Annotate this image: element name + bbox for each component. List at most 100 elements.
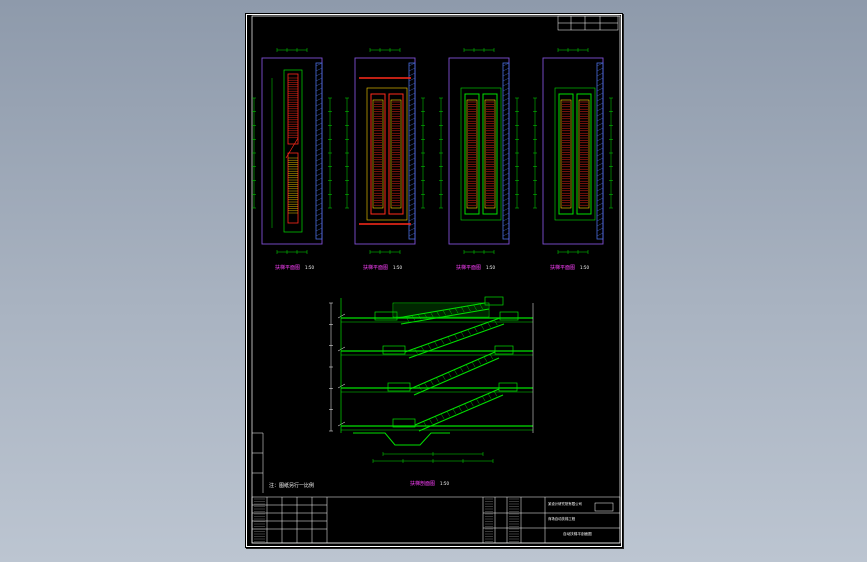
wall-hatch: [502, 107, 510, 112]
wall-hatch: [596, 137, 604, 142]
truss-web: [430, 312, 434, 318]
wall-hatch: [502, 182, 510, 187]
wall-hatch: [502, 67, 510, 72]
wall-hatch: [596, 217, 604, 222]
truss-web: [446, 411, 451, 417]
truss-web: [487, 393, 492, 399]
truss-web: [476, 398, 480, 404]
wall-hatch: [408, 222, 416, 227]
wall-hatch: [408, 232, 416, 237]
handrail: [396, 302, 486, 319]
truss-web: [442, 374, 446, 381]
truss-web: [477, 359, 482, 365]
wall-hatch: [408, 177, 416, 182]
truss-web: [461, 306, 465, 313]
wall-hatch: [596, 87, 604, 92]
landing-pit: [499, 311, 519, 321]
drawing-sheet[interactable]: 扶梯平面图 1:50 扶梯平面图 1:50 扶梯平面图 1:50 扶梯平面图 1…: [245, 13, 623, 548]
plan-views: [252, 48, 613, 254]
escalator-diagonal: [285, 137, 299, 159]
wall-hatch: [315, 72, 323, 77]
wall-hatch: [502, 77, 510, 82]
wall-hatch: [408, 112, 416, 117]
truss-web: [459, 367, 464, 373]
wall-hatch: [596, 162, 604, 167]
wall-hatch: [408, 147, 416, 152]
truss-web: [493, 391, 498, 397]
truss-web: [447, 336, 451, 342]
wall-hatch: [315, 197, 323, 202]
truss-web: [482, 396, 486, 402]
wall-hatch: [502, 142, 510, 147]
wall-hatch: [408, 142, 416, 147]
wall-hatch: [315, 112, 323, 117]
wall-hatch: [315, 182, 323, 187]
wall-hatch: [315, 187, 323, 192]
wall-hatch: [408, 97, 416, 102]
escalator-pit: [366, 87, 408, 221]
truss-web: [464, 403, 468, 409]
truss-web: [429, 418, 433, 424]
wall-hatch: [596, 97, 604, 102]
wall-hatch: [315, 202, 323, 207]
truss-web: [467, 329, 471, 335]
truss-web: [448, 309, 453, 315]
wall-hatch: [502, 62, 510, 67]
wall-hatch: [502, 177, 510, 182]
wall-hatch: [596, 202, 604, 207]
truss-web: [454, 369, 458, 375]
wall-hatch: [502, 222, 510, 227]
wall-hatch: [502, 212, 510, 217]
wall-hatch: [596, 232, 604, 237]
wall-hatch: [315, 147, 323, 152]
wall-hatch: [315, 97, 323, 102]
wall-hatch: [408, 67, 416, 72]
wall-hatch: [408, 62, 416, 67]
truss-web: [487, 322, 491, 328]
revision-table: [557, 15, 619, 31]
wall-hatch: [408, 192, 416, 197]
escalator-unit: [370, 93, 386, 215]
wall-hatch: [408, 187, 416, 192]
wall-hatch: [596, 147, 604, 152]
escalator-run-2: [387, 345, 514, 396]
wall-hatch: [502, 137, 510, 142]
wall-hatch: [315, 157, 323, 162]
wall-hatch: [408, 117, 416, 122]
wall-hatch: [502, 92, 510, 97]
wall-hatch: [596, 67, 604, 72]
escalator-pit: [554, 87, 596, 221]
plan-view-2: [345, 48, 425, 254]
truss-web: [424, 382, 428, 388]
truss-web: [480, 324, 485, 330]
wall-hatch: [408, 102, 416, 107]
wall-hatch: [502, 207, 510, 212]
level-mark: [337, 313, 346, 319]
wall-hatch: [408, 157, 416, 162]
escalator-run-3: [382, 311, 519, 359]
section-scale: 1:50: [440, 481, 449, 486]
escalator-unit: [576, 93, 592, 215]
handrail: [404, 317, 501, 353]
truss-web: [417, 314, 422, 320]
wall-hatch: [596, 197, 604, 202]
truss-web: [434, 416, 439, 422]
wall-hatch: [408, 207, 416, 212]
wall-hatch: [315, 117, 323, 122]
landing-pit: [392, 418, 416, 428]
truss-web: [427, 343, 431, 349]
wall-hatch: [596, 62, 604, 67]
landing-pit: [382, 345, 406, 355]
truss-web: [418, 385, 422, 391]
wall-hatch: [502, 152, 510, 157]
wall-hatch: [315, 67, 323, 72]
wall-hatch: [596, 72, 604, 77]
wall-hatch: [315, 102, 323, 107]
landing-pit: [374, 311, 398, 321]
plan-scale-2: 1:50: [393, 265, 402, 270]
wall-hatch: [502, 162, 510, 167]
wall-hatch: [408, 87, 416, 92]
landing-pit: [387, 382, 411, 392]
wall-hatch: [596, 112, 604, 117]
